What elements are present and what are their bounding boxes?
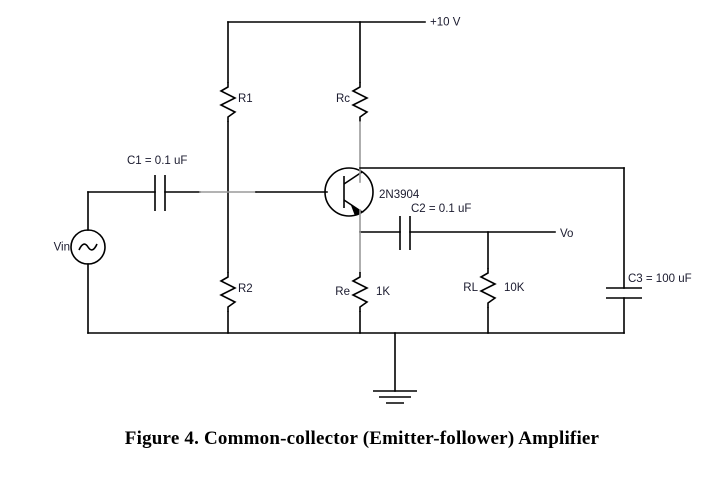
transistor-envelope-circle bbox=[324, 167, 374, 217]
c3-label: C3 = 100 uF bbox=[628, 273, 692, 285]
rl-value-label: 10K bbox=[504, 282, 525, 294]
vin-label: Vin bbox=[54, 242, 70, 254]
vo-label: Vo bbox=[560, 228, 573, 240]
rl-resistor-symbol bbox=[479, 268, 497, 308]
r2-branch: R2 bbox=[219, 191, 253, 334]
r1-label: R1 bbox=[238, 93, 253, 105]
c2-label: C2 = 0.1 uF bbox=[411, 203, 471, 215]
r2-label: R2 bbox=[238, 283, 253, 295]
figure-caption: Figure 4. Common-collector (Emitter-foll… bbox=[124, 428, 600, 449]
rc-resistor-symbol bbox=[351, 82, 369, 122]
rl-label: RL bbox=[463, 282, 478, 294]
ac-sine-icon bbox=[78, 243, 98, 251]
r1-branch: R1 bbox=[219, 21, 253, 193]
rc-label: Rc bbox=[336, 93, 350, 105]
rc-branch: Rc bbox=[336, 21, 369, 171]
c3-group: C3 = 100 uF bbox=[606, 167, 692, 334]
r2-resistor-symbol bbox=[219, 272, 237, 312]
vin-source-group: Vin bbox=[54, 191, 106, 334]
re-branch: Re 1K bbox=[335, 231, 390, 334]
transistor-collector-lead bbox=[343, 171, 363, 185]
rl-branch: RL 10K bbox=[463, 231, 525, 334]
transistor-label: 2N3904 bbox=[379, 189, 420, 201]
re-value-label: 1K bbox=[376, 286, 390, 298]
re-label: Re bbox=[335, 286, 350, 298]
supply-label: +10 V bbox=[430, 17, 461, 29]
c2-group: C2 = 0.1 uF Vo bbox=[359, 203, 573, 250]
c1-label: C1 = 0.1 uF bbox=[127, 155, 187, 167]
c1-group: C1 = 0.1 uF bbox=[87, 155, 201, 211]
r1-resistor-symbol bbox=[219, 82, 237, 122]
re-resistor-symbol bbox=[351, 272, 369, 312]
ground-group bbox=[373, 332, 417, 404]
npn-transistor-group: 2N3904 bbox=[324, 167, 420, 233]
supply-rail-group: +10 V bbox=[227, 17, 461, 29]
